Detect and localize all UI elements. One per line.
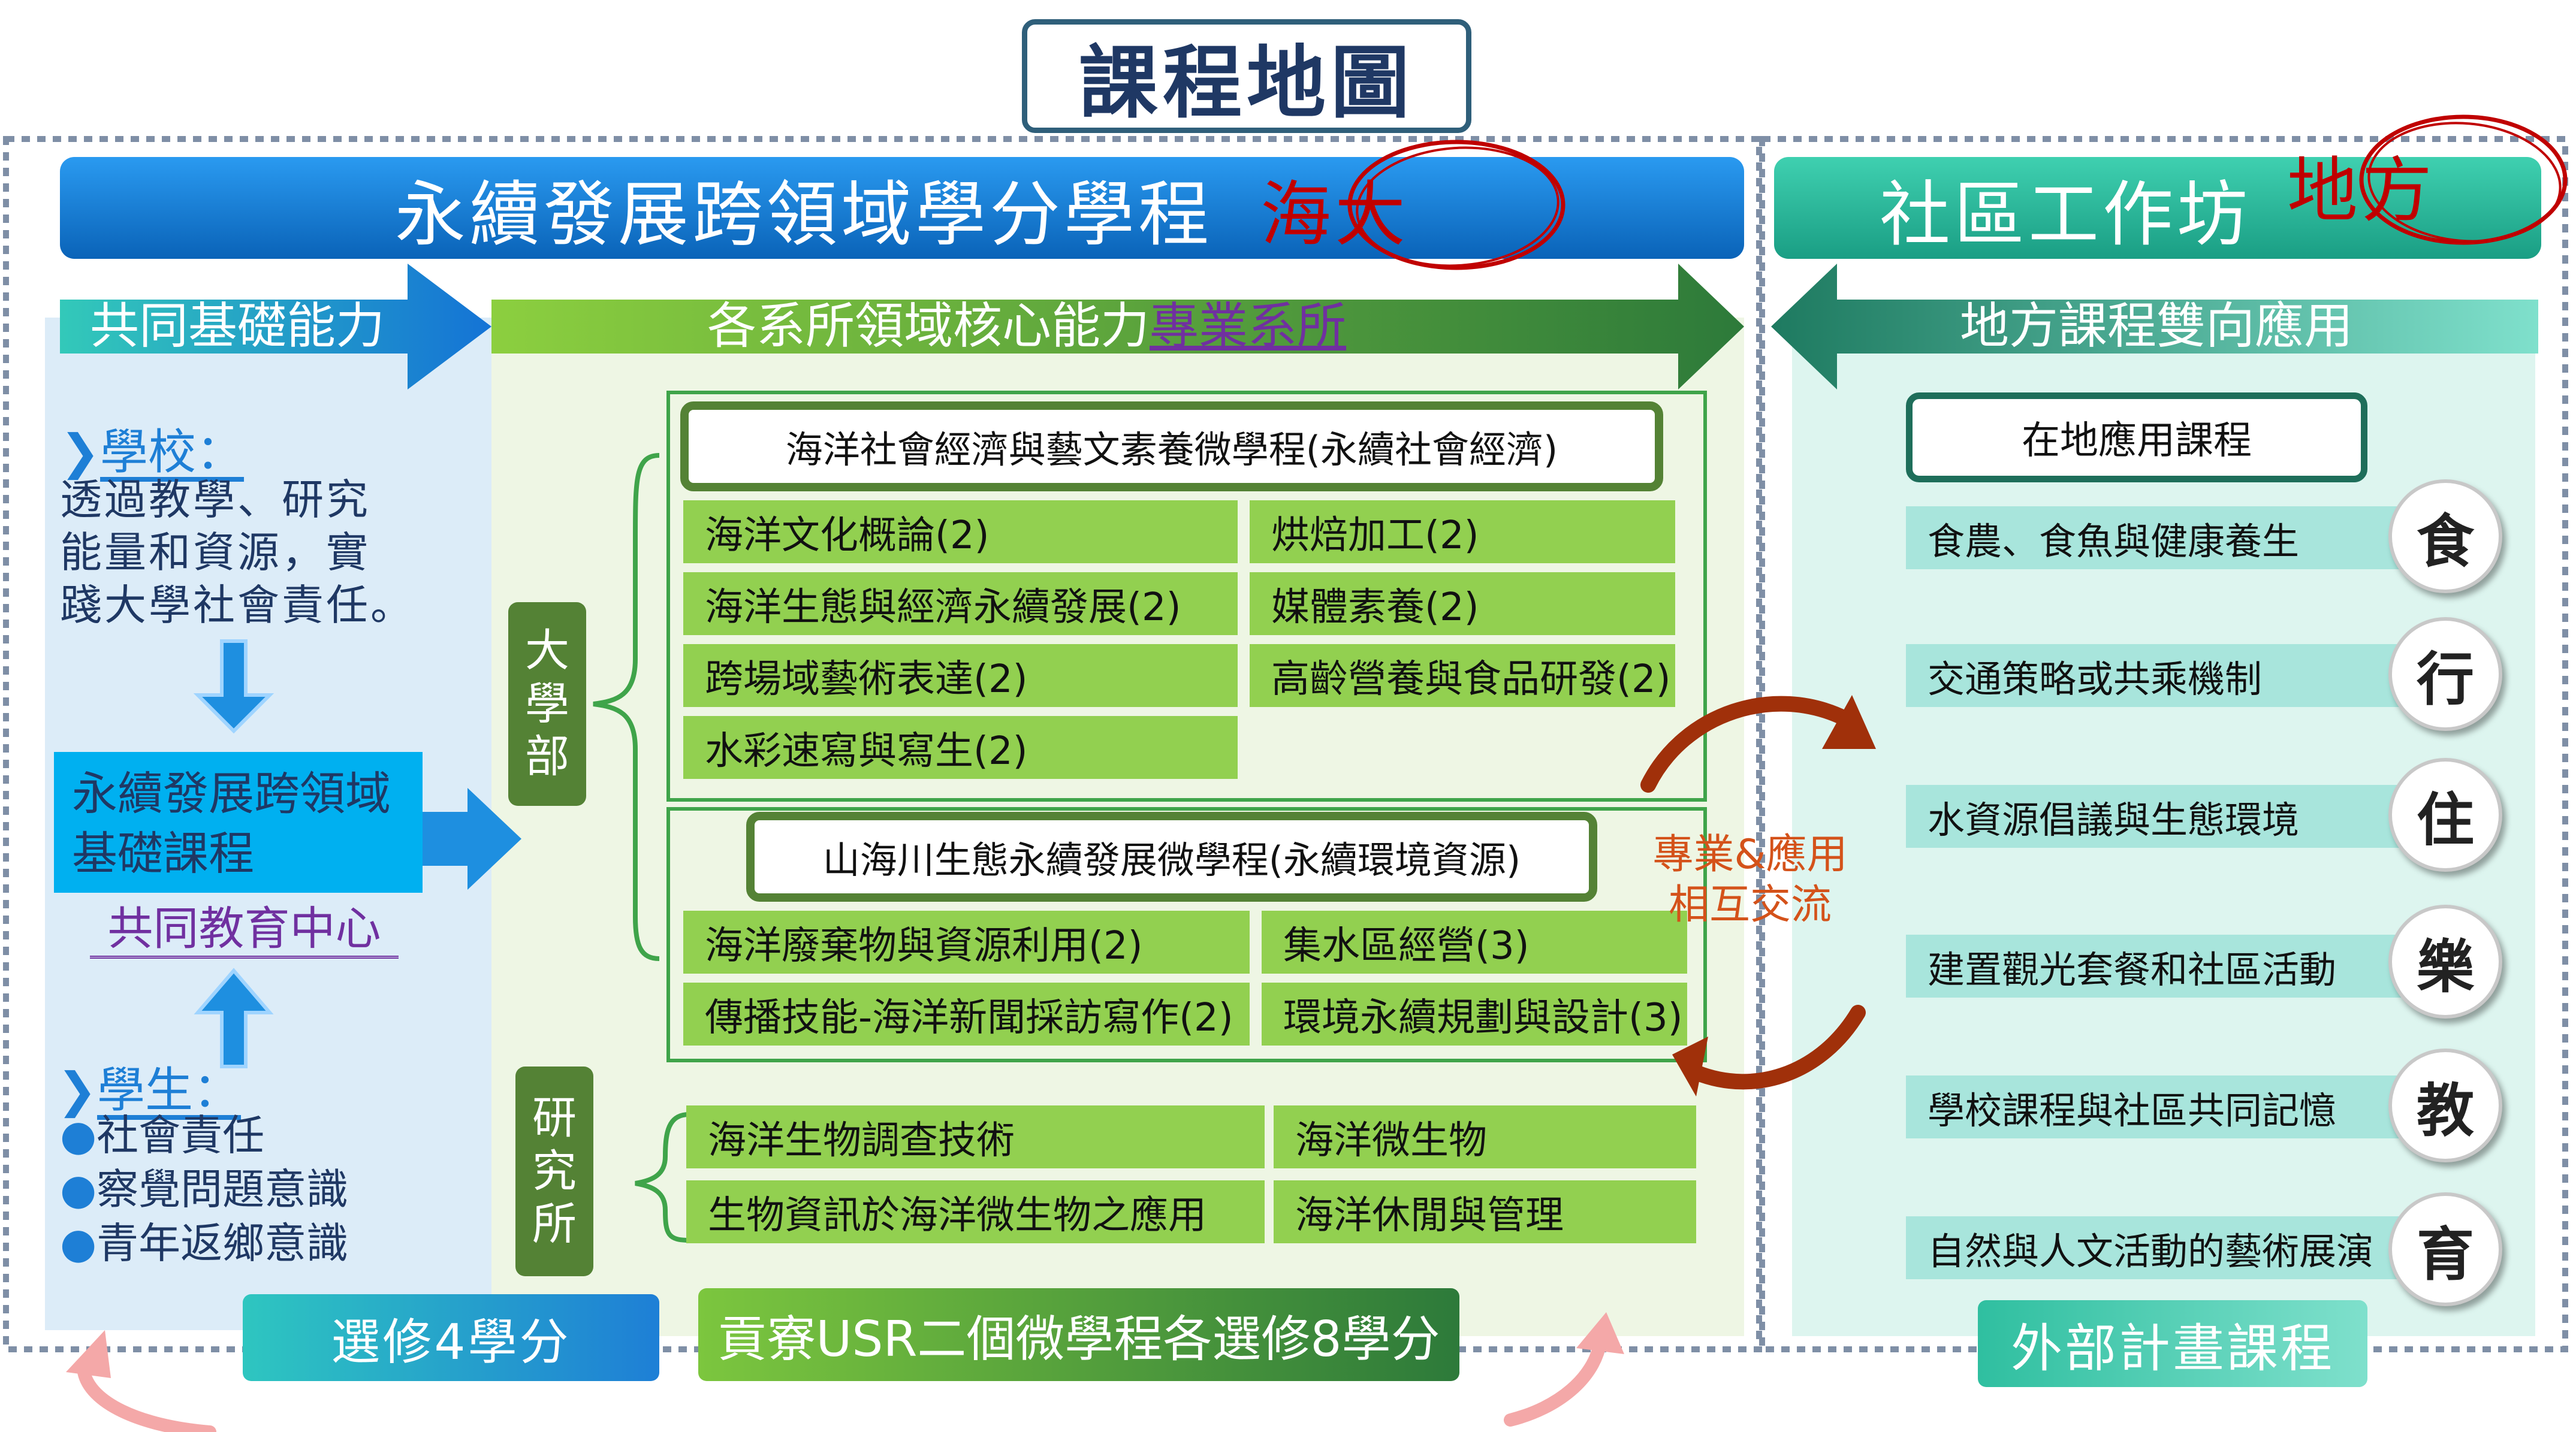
school-line: 能量和資源，實: [60, 528, 370, 577]
down-arrow: [193, 639, 275, 734]
program1-course: 跨場域藝術表達(2): [683, 644, 1238, 707]
student-bullets: ●社會責任 ●察覺問題意識 ●青年返鄉意識: [60, 1108, 348, 1270]
bullet-icon: ●: [60, 1219, 97, 1268]
chevron-right-icon: ❯: [57, 1062, 98, 1118]
char-icon-travel: 行: [2388, 617, 2502, 731]
undergrad-brace: [593, 453, 660, 961]
grad-label: 研 究 所: [515, 1067, 593, 1276]
grad-course: 生物資訊於海洋微生物之應用: [686, 1180, 1265, 1243]
bullet-icon: ●: [60, 1111, 97, 1160]
local-label: 地方課程雙向應用: [1960, 298, 2354, 355]
undergrad-char: 大: [525, 624, 569, 676]
bullet-icon: ●: [60, 1165, 97, 1214]
exchange-arrow-bottom: [1688, 1005, 1866, 1090]
exchange-line: 專業&應用: [1652, 831, 1848, 878]
local-row: 自然與人文活動的藝術展演: [1906, 1216, 2415, 1279]
undergrad-char: 學: [525, 678, 569, 730]
grad-char: 究: [532, 1145, 577, 1197]
local-row: 交通策略或共乘機制: [1906, 644, 2415, 707]
school-text: 透過教學、研究 能量和資源，實 踐大學社會責任。: [60, 473, 415, 632]
left-banner-bg: [60, 157, 1744, 259]
core-arrow: [491, 264, 1744, 389]
program2-course: 傳播技能-海洋新聞採訪寫作(2): [683, 983, 1250, 1046]
pink-arrow-right: [1504, 1336, 1607, 1427]
local-arrow: [1771, 264, 2538, 389]
program2-course: 海洋廢棄物與資源利用(2): [683, 911, 1250, 974]
school-line: 透過教學、研究: [60, 475, 370, 524]
core-label-text: 各系所領域核心能力: [707, 298, 1150, 355]
right-banner-bg: [1774, 157, 2541, 259]
local-row: 學校課程與社區共同記憶: [1906, 1075, 2415, 1138]
school-heading-text: 學校：: [100, 424, 245, 480]
external-badge: 外部計畫課程: [1978, 1300, 2367, 1387]
chevron-right-icon: ❯: [60, 424, 101, 480]
char-icon-housing: 住: [2388, 758, 2502, 872]
program1-course: 媒體素養(2): [1250, 572, 1675, 635]
grad-course: 海洋休閒與管理: [1274, 1180, 1696, 1243]
char-icon-leisure: 樂: [2388, 905, 2502, 1019]
exchange-arrow-top-head: [1822, 695, 1876, 749]
foundation-box-line: 基礎課程: [72, 827, 254, 880]
program1-course: 水彩速寫與寫生(2): [683, 716, 1238, 779]
exchange-line: 相互交流: [1668, 881, 1832, 929]
school-line: 踐大學社會責任。: [60, 581, 415, 630]
elective-badge: 選修4學分: [243, 1294, 659, 1381]
usr-badge: 貢寮USR二個微學程各選修8學分: [698, 1288, 1459, 1381]
program2-title: 山海川生態永續發展微學程(永續環境資源): [746, 812, 1597, 902]
foundation-arrow: [60, 264, 491, 389]
grad-char: 所: [532, 1198, 577, 1250]
undergrad-char: 部: [525, 731, 569, 783]
school-heading: ❯學校：: [60, 413, 244, 483]
left-banner: 永續發展跨領域學分學程 海大: [60, 157, 1744, 259]
program1-course: 高齡營養與食品研發(2): [1250, 644, 1675, 707]
core-label-link[interactable]: 專業系所: [1150, 298, 1347, 355]
local-course-box: 在地應用課程: [1906, 392, 2367, 482]
education-center-label: 共同教育中心: [90, 893, 399, 959]
student-bullet: ●社會責任: [60, 1111, 265, 1160]
char-icon-nurture: 育: [2388, 1192, 2502, 1306]
program1-course: 烘焙加工(2): [1250, 500, 1675, 563]
program1-course: 海洋文化概論(2): [683, 500, 1238, 563]
right-arrow: [420, 788, 521, 890]
pink-arrow-right-head: [1576, 1312, 1624, 1354]
program2-frame: [666, 807, 1707, 1062]
student-heading-text: 學生：: [97, 1062, 242, 1118]
exchange-arrow-bottom-head: [1672, 1037, 1708, 1096]
grad-brace: [635, 1112, 690, 1243]
program2-course: 集水區經營(3): [1262, 911, 1687, 974]
right-banner: 社區工作坊 地方: [1774, 149, 2541, 259]
grad-course: 海洋生物調查技術: [686, 1105, 1265, 1168]
program1-title: 海洋社會經濟與藝文素養微學程(永續社會經濟): [680, 401, 1663, 491]
core-label: 各系所領域核心能力專業系所: [707, 300, 1346, 354]
foundation-box-line: 永續發展跨領域: [72, 767, 391, 820]
local-row: 水資源倡議與生態環境: [1906, 785, 2415, 848]
local-row: 建置觀光套餐和社區活動: [1906, 935, 2415, 998]
char-icon-food: 食: [2388, 479, 2502, 593]
student-heading: ❯學生：: [57, 1052, 241, 1121]
foundation-label: 共同基礎能力: [90, 298, 385, 355]
student-bullet: ●察覺問題意識: [60, 1165, 349, 1214]
char-icon-education: 教: [2388, 1049, 2502, 1162]
up-arrow: [194, 968, 274, 1068]
program2-course: 環境永續規劃與設計(3): [1262, 983, 1687, 1046]
program1-frame: [666, 391, 1707, 802]
page-title: 課程地圖: [1022, 19, 1471, 133]
student-bullet: ●青年返鄉意識: [60, 1219, 349, 1268]
exchange-label: 專業&應用 相互交流: [1642, 830, 1858, 931]
pink-arrow-left: [77, 1365, 216, 1432]
right-banner-text: 社區工作坊: [1879, 173, 2251, 256]
pink-arrow-left-head: [66, 1330, 111, 1378]
grad-char: 研: [532, 1092, 577, 1144]
grad-course: 海洋微生物: [1274, 1105, 1696, 1168]
exchange-arrow-top: [1640, 696, 1854, 793]
local-row: 食農、食魚與健康養生: [1906, 506, 2415, 569]
right-banner-tag: 地方: [2287, 149, 2436, 232]
left-banner-text: 永續發展跨領域學分學程: [394, 173, 1212, 256]
red-circle-haida: [1347, 140, 1565, 270]
left-banner-tag: 海大: [1260, 173, 1410, 256]
foundation-box: 永續發展跨領域 基礎課程: [54, 752, 423, 893]
program1-course: 海洋生態與經濟永續發展(2): [683, 572, 1238, 635]
undergrad-label: 大 學 部: [508, 602, 586, 806]
red-circle-difang: [2359, 114, 2568, 245]
